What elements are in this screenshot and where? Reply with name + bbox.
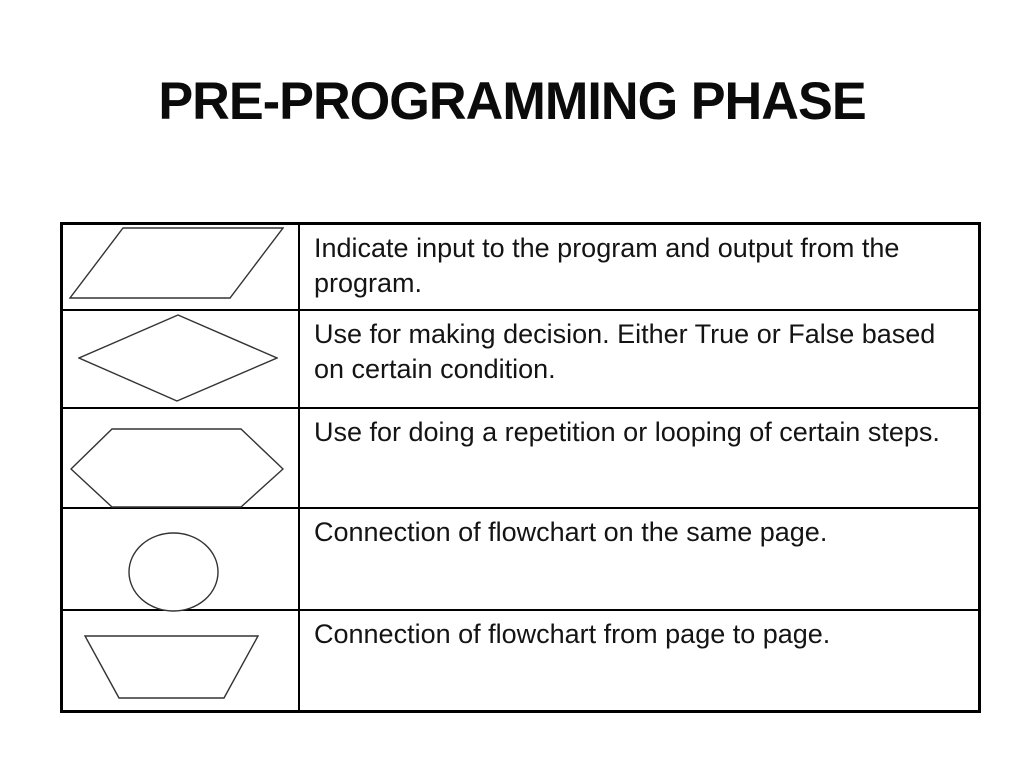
table-row-input-output: Indicate input to the program and output… (63, 225, 978, 311)
flowchart-symbol-table: Indicate input to the program and output… (60, 222, 981, 713)
table-row-loop: Use for doing a repetition or looping of… (63, 409, 978, 509)
circle-connector-shape (128, 532, 219, 612)
symbol-cell (63, 611, 300, 710)
table-row-off-page-connector: Connection of flowchart from page to pag… (63, 611, 978, 710)
table-row-decision: Use for making decision. Either True or … (63, 311, 978, 409)
symbol-description: Use for doing a repetition or looping of… (314, 417, 940, 447)
table-row-on-page-connector: Connection of flowchart on the same page… (63, 509, 978, 612)
hexagon-loop-shape (70, 428, 284, 508)
symbol-description: Indicate input to the program and output… (314, 233, 900, 298)
trapezoid-connector-shape (84, 635, 259, 699)
symbol-cell (63, 409, 300, 508)
symbol-cell (63, 225, 300, 309)
symbol-description: Connection of flowchart from page to pag… (314, 619, 831, 649)
symbol-description: Use for making decision. Either True or … (314, 319, 936, 384)
symbol-cell (63, 311, 300, 407)
symbol-description: Connection of flowchart on the same page… (314, 517, 828, 547)
diamond-decision-shape (78, 314, 278, 402)
parallelogram-io-shape (69, 227, 284, 299)
slide-title: PRE-PROGRAMMING PHASE (158, 72, 866, 131)
symbol-cell (63, 509, 300, 612)
